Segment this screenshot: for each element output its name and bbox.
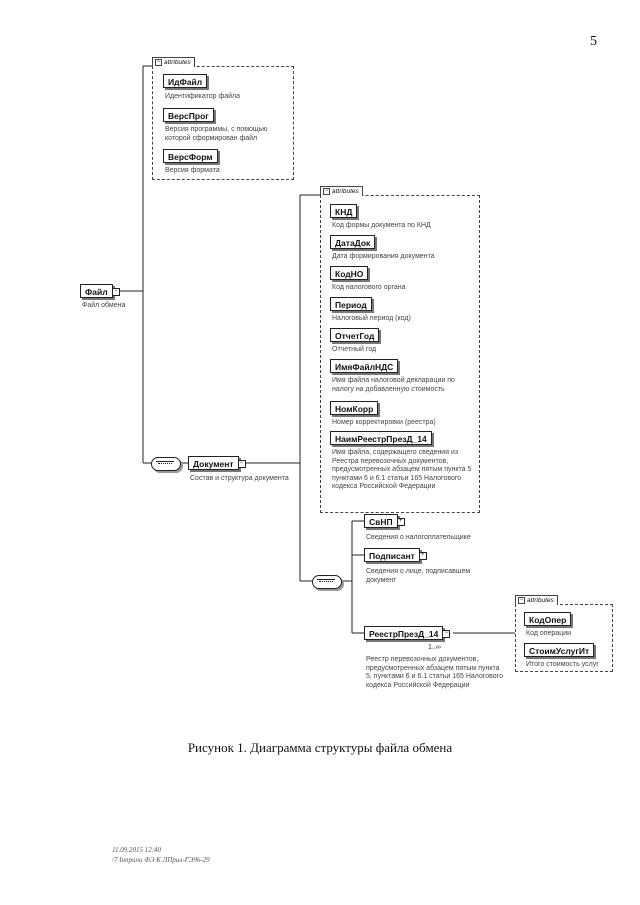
attr-versprog-desc: Версия программы, с помощью которой сфор… [165, 126, 268, 142]
attr-stoimuslugit-desc: Итого стоимость услуг [526, 661, 599, 668]
root-node-file[interactable]: Файл − [80, 284, 120, 298]
attr-imyafaylnds[interactable]: ИмяФайлНДС [330, 359, 399, 373]
attributes-header[interactable]: − attributes [320, 186, 363, 196]
attr-kodno-desc: Код налогового органа [332, 284, 406, 291]
attr-kodoper[interactable]: КодОпер [524, 612, 572, 626]
footer-date: 11.09.2015 12:40 [112, 846, 162, 854]
attr-naimreestr-desc: Имя файла, содержащего сведения из Реест… [332, 449, 472, 490]
root-node-desc: Файл обмена [82, 302, 126, 309]
document-node[interactable]: Документ − [188, 456, 246, 470]
cardinality-label: 1..∞ [428, 644, 441, 651]
sequence-icon[interactable] [151, 457, 181, 471]
attr-datadok-desc: Дата формирования документа [332, 253, 435, 260]
attr-otchetgod[interactable]: ОтчетГод [330, 328, 380, 342]
attributes-label: attributes [527, 597, 554, 604]
attributes-header[interactable]: − attributes [152, 57, 195, 67]
page-number: 5 [590, 34, 597, 49]
sequence-icon[interactable] [312, 575, 342, 589]
expand-icon[interactable]: − [442, 630, 451, 638]
attr-period-desc: Налоговый период (код) [332, 315, 411, 322]
child-svnp-desc: Сведения о налогоплательщике [366, 534, 471, 541]
child-svnp[interactable]: СвНП + [364, 514, 405, 528]
attr-idfile-desc: Идентификатор файла [165, 93, 241, 100]
attr-period[interactable]: Период [330, 297, 372, 311]
child-reestr-desc: Реестр перевозочных документов, предусмо… [366, 656, 503, 689]
attr-kodoper-desc: Код операции [526, 630, 572, 637]
expand-icon[interactable]: + [418, 552, 427, 560]
attr-naimreestr[interactable]: НаимРеестрПрезД_14 [330, 431, 432, 445]
attr-kodno[interactable]: КодНО [330, 266, 369, 280]
document-node-desc: Состав и структура документа [190, 475, 289, 482]
attr-idfile[interactable]: ИдФайл [163, 74, 208, 88]
attr-versform[interactable]: ВерсФорм [163, 149, 218, 163]
diagram-connectors [120, 65, 515, 634]
attributes-header[interactable]: − attributes [515, 595, 558, 605]
attr-otchetgod-desc: Отчетный год [332, 346, 377, 353]
child-podpisant-desc: Сведения о лице, подписавшем документ [366, 568, 471, 584]
attr-versprog[interactable]: ВерсПрог [163, 108, 214, 122]
attr-stoimuslugit[interactable]: СтоимУслугИт [524, 643, 595, 657]
figure-caption: Рисунок 1. Диаграмма структуры файла обм… [187, 740, 453, 755]
collapse-icon[interactable]: − [518, 597, 525, 604]
expand-icon[interactable]: − [237, 460, 246, 468]
attr-nomkorr-desc: Номер корректировки (реестра) [332, 419, 436, 426]
expand-icon[interactable]: + [396, 518, 405, 526]
collapse-icon[interactable]: − [155, 59, 162, 66]
attr-imyafaylnds-desc: Имя файла налоговой декларации по налогу… [332, 377, 455, 393]
collapse-icon[interactable]: − [323, 188, 330, 195]
attributes-label: attributes [164, 59, 191, 66]
footer-path: /7 Інприпи ФЭ К ЛПрил-ГЭ96-29 [112, 856, 210, 864]
attr-nomkorr[interactable]: НомКорр [330, 401, 379, 415]
child-reestr[interactable]: РеестрПрезД_14 − [364, 626, 451, 640]
expand-icon[interactable]: − [111, 288, 120, 296]
attr-knd-desc: Код формы документа по КНД [332, 222, 431, 229]
attr-datadok[interactable]: ДатаДок [330, 235, 376, 249]
attributes-label: attributes [332, 188, 359, 195]
attr-versform-desc: Версия формата [165, 167, 220, 174]
attr-knd[interactable]: КНД [330, 204, 358, 218]
child-podpisant[interactable]: Подписант + [364, 548, 427, 562]
